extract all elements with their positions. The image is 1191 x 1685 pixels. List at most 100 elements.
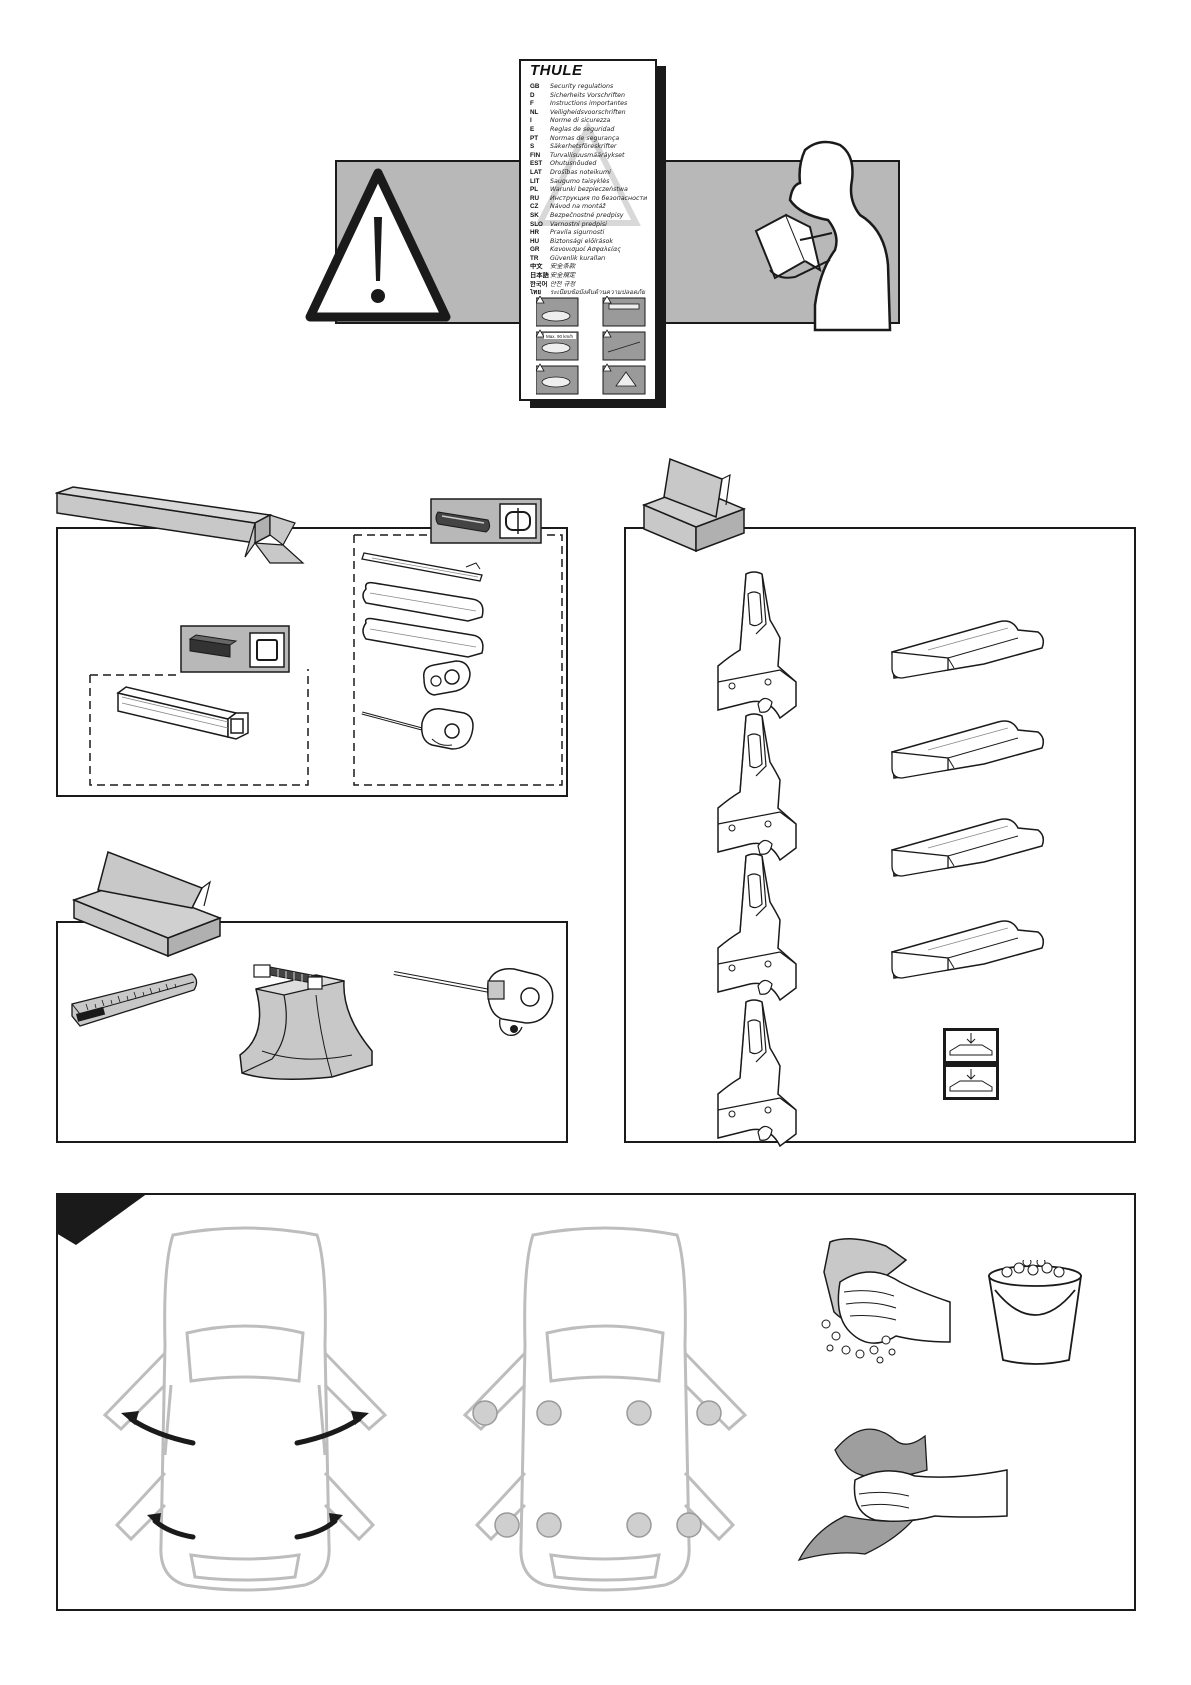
- regulation-row: PT Normas de segurança: [530, 135, 650, 144]
- fit-kit-panel: [624, 527, 1136, 1143]
- regulation-language-code: TR: [530, 254, 539, 262]
- regulation-language-code: PT: [530, 134, 539, 142]
- regulation-title: Instructions importantes: [550, 100, 628, 108]
- regulation-language-code: GR: [530, 246, 540, 254]
- regulation-title: Norme di sicurezza: [550, 117, 611, 125]
- regulation-language-code: LAT: [530, 168, 542, 176]
- regulation-language-code: HR: [530, 229, 540, 237]
- regulation-title: Návod na montáž: [550, 203, 606, 211]
- bar-box-illustration: [55, 485, 305, 570]
- regulation-language-code: ไทย: [530, 289, 542, 297]
- regulation-title: Veiligheidsvoorschriften: [550, 108, 626, 116]
- regulation-language-code: CZ: [530, 203, 539, 211]
- fit-brackets-column: [710, 570, 820, 1148]
- regulation-row: GR Κανονισμοί Ασφαλείας: [530, 246, 650, 255]
- regulation-title: 안전 규정: [550, 280, 576, 288]
- rubber-pad: [888, 612, 1048, 682]
- regulation-language-code: GB: [530, 83, 540, 90]
- regulation-language-code: 中文: [530, 263, 543, 271]
- regulation-title: Säkerhetsföreskrifter: [550, 143, 617, 151]
- regulation-title: Инструкция по безопасности: [550, 194, 648, 202]
- regulation-title: Drošības noteikumi: [550, 168, 611, 176]
- regulation-title: Turvallisuusmääräykset: [550, 151, 625, 159]
- lock-key-illustration: [390, 965, 560, 1041]
- regulation-row: GB Security regulations: [530, 83, 650, 92]
- regulation-row: F Instructions importantes: [530, 100, 650, 109]
- regulation-title: 安全条款: [550, 263, 576, 271]
- regulation-title: Sicherheits Vorschriften: [550, 91, 626, 99]
- regulation-language-code: HU: [530, 237, 540, 245]
- fit-bracket: [710, 570, 820, 720]
- regulation-language-code: SK: [530, 211, 539, 219]
- step-preparation-panel: [56, 1193, 1136, 1611]
- regulation-language-code: F: [530, 100, 534, 108]
- rubber-pad: [888, 712, 1048, 782]
- regulation-row: ไทย ระเบียบข้อบังคับด้านความปลอดภัย: [530, 289, 650, 298]
- measuring-ruler: [68, 970, 203, 1028]
- regulation-title: Pravila sigurnosti: [550, 229, 605, 237]
- regulation-row: LAT Drošības noteikumi: [530, 169, 650, 178]
- rack-foot-illustration: [232, 955, 377, 1085]
- washing-foot-pad-illustration: [810, 1232, 960, 1382]
- regulation-title: Biztonsági előírások: [550, 237, 614, 245]
- regulation-language-code: S: [530, 143, 535, 151]
- regulation-language-code: D: [530, 91, 535, 99]
- position-stickers: [942, 1027, 1000, 1101]
- end-cap-illustration: [422, 660, 471, 696]
- fit-kit-box-illustration: [640, 455, 750, 555]
- regulation-title: ระเบียบข้อบังคับด้านความปลอดภัย: [550, 289, 645, 297]
- regulation-row: 中文安全条款: [530, 263, 650, 272]
- regulation-row: RU Инструкция по безопасности: [530, 195, 650, 204]
- man-reading-illustration: [754, 140, 892, 332]
- regulation-language-code: NL: [530, 108, 539, 116]
- regulation-title: Ohutusnõuded: [550, 160, 597, 168]
- fit-bracket: [710, 852, 820, 1002]
- regulation-row: TR Güvenlik kuralları: [530, 255, 650, 264]
- regulation-language-code: SLO: [530, 220, 543, 228]
- regulation-row: CZ Návod na montáž: [530, 203, 650, 212]
- regulation-row: S Säkerhetsföreskrifter: [530, 143, 650, 152]
- regulation-row: HR Pravila sigurnosti: [530, 229, 650, 238]
- step-corner-marker: [56, 1193, 152, 1245]
- regulation-title: Normas de segurança: [550, 134, 620, 142]
- rubber-pad: [888, 810, 1048, 880]
- bars-panel: [56, 527, 568, 797]
- square-bar-option: [88, 667, 310, 787]
- square-bar-profile-callout: [180, 625, 290, 673]
- regulation-row: 日本語安全規定: [530, 272, 650, 281]
- regulation-row: SK Bezpečnostné predpisy: [530, 212, 650, 221]
- rubber-pads-column: [888, 612, 1048, 1012]
- rubber-pad: [888, 912, 1048, 982]
- kit-box-illustration: [68, 848, 228, 958]
- regulation-title: Bezpečnostné predpisy: [550, 211, 624, 219]
- regulation-title: Κανονισμοί Ασφαλείας: [550, 246, 621, 254]
- wing-bar-profile-callout: [430, 498, 542, 544]
- regulation-title: 安全規定: [550, 272, 576, 280]
- regulation-language-code: FIN: [530, 151, 541, 159]
- regulation-language-code: I: [530, 117, 532, 125]
- booklet-pictograms: Max. 90 km/h: [536, 296, 648, 396]
- regulation-title: Reglas de seguridad: [550, 125, 615, 133]
- soap-bucket-illustration: [983, 1260, 1088, 1370]
- speed-sticker-label: Max. 90 km/h: [546, 334, 574, 339]
- regulation-language-code: 한국어: [530, 280, 548, 288]
- regulation-language-code: LIT: [530, 177, 540, 185]
- regulation-language-code: PL: [530, 186, 539, 194]
- warning-triangle-icon: [305, 168, 451, 322]
- regulation-title: Security regulations: [550, 83, 614, 90]
- regulation-row: D Sicherheits Vorschriften: [530, 92, 650, 101]
- fit-bracket: [710, 712, 820, 862]
- drying-cloth-illustration: [795, 1420, 1010, 1570]
- regulation-title: Güvenlik kuralları: [550, 254, 606, 262]
- fit-bracket: [710, 998, 820, 1148]
- regulation-row: I Norme di sicurezza: [530, 117, 650, 126]
- car-open-doors-diagram: [95, 1225, 395, 1595]
- regulation-language-code: RU: [530, 194, 540, 202]
